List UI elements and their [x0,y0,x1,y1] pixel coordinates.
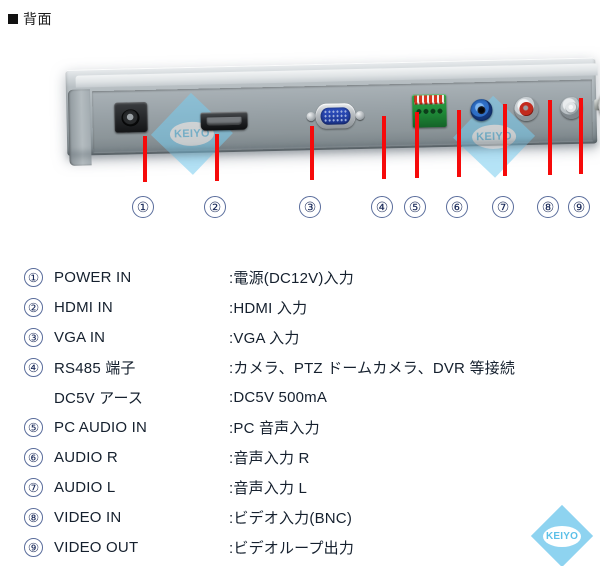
legend-row: ② HDMI IN :HDMI 入力 [24,292,584,322]
callout-number-7: ⑦ [492,196,514,218]
vga-screw-left [306,112,316,122]
legend-number: ⑤ [24,417,54,437]
legend-number: ④ [24,357,54,377]
legend-description: :VGA 入力 [229,329,300,347]
device-chassis-wrap: KEIYO KEIYO [59,43,600,181]
rs485-screw-holes [415,106,444,116]
callout-number-4: ④ [371,196,393,218]
leader-line-5 [415,112,419,178]
leader-line-8 [548,100,552,175]
callout-number-5: ⑤ [404,196,426,218]
legend-row: ⑧ VIDEO IN :ビデオ入力(BNC) [24,502,584,532]
page-title-text: 背面 [23,11,52,27]
legend-label: PC AUDIO IN [54,418,148,436]
keiyo-logo-icon: KEIYO [530,504,594,566]
legend-row: ④ RS485 端子 :カメラ、PTZ ドームカメラ、DVR 等接続 [24,352,584,382]
legend-description: :音声入力 L [229,479,308,497]
callout-number-6: ⑥ [446,196,468,218]
legend-label: VGA IN [54,328,106,346]
leader-line-6 [457,110,461,177]
leader-line-9 [579,98,583,174]
legend-description: :電源(DC12V)入力 [229,269,354,287]
legend-row: ⑦ AUDIO L :音声入力 L [24,472,584,502]
legend-number: ② [24,297,54,317]
legend-description: :ビデオ入力(BNC) [229,509,353,527]
callout-number-1: ① [132,196,154,218]
rear-panel-photo: KEIYO KEIYO [62,56,600,181]
connector-legend-list: ① POWER IN :電源(DC12V)入力 ② HDMI IN :HDMI … [24,262,584,562]
legend-label: VIDEO IN [54,508,122,526]
legend-label: POWER IN [54,268,132,286]
legend-row: ① POWER IN :電源(DC12V)入力 [24,262,584,292]
legend-description: :カメラ、PTZ ドームカメラ、DVR 等接続 [229,359,516,377]
legend-number: ③ [24,327,54,347]
legend-label: HDMI IN [54,298,113,316]
legend-description: :音声入力 R [229,449,310,467]
legend-description: :DC5V 500mA [229,388,328,406]
leader-line-4 [382,116,386,179]
legend-label: DC5V アース [54,389,144,407]
leader-line-2 [215,134,219,181]
vga-screw-right [355,110,365,121]
hdmi-port-icon [200,111,248,131]
legend-row: ⑤ PC AUDIO IN :PC 音声入力 [24,412,584,442]
legend-label: VIDEO OUT [54,538,139,556]
callout-number-3: ③ [299,196,321,218]
leader-line-3 [310,126,314,180]
legend-description: :PC 音声入力 [229,419,320,437]
legend-number: ⑥ [24,447,54,467]
legend-number: ⑧ [24,507,54,527]
legend-label: RS485 端子 [54,359,136,377]
legend-description: :ビデオループ出力 [229,539,355,557]
legend-label: AUDIO L [54,478,116,496]
legend-row: ⑨ VIDEO OUT :ビデオループ出力 [24,532,584,562]
page-title: 背面 [8,9,52,29]
leader-line-7 [503,104,507,176]
dc-power-jack-icon [114,101,148,133]
callout-number-8: ⑧ [537,196,559,218]
legend-number: ⑨ [24,537,54,557]
square-bullet-icon [8,14,18,24]
legend-number: ⑦ [24,477,54,497]
legend-description: :HDMI 入力 [229,299,308,317]
legend-label: AUDIO R [54,448,118,466]
legend-row: ⑥ AUDIO R :音声入力 R [24,442,584,472]
vga-port-icon [306,103,365,130]
legend-row-continuation: DC5V アース :DC5V 500mA [24,382,584,412]
leader-line-1 [143,136,147,182]
keiyo-logo-text: KEIYO [543,526,581,547]
legend-number: ① [24,267,54,287]
legend-row: ③ VGA IN :VGA 入力 [24,322,584,352]
rs485-dip-switches [414,94,445,105]
callout-number-9: ⑨ [568,196,590,218]
callout-number-2: ② [204,196,226,218]
vga-pins [323,109,348,123]
